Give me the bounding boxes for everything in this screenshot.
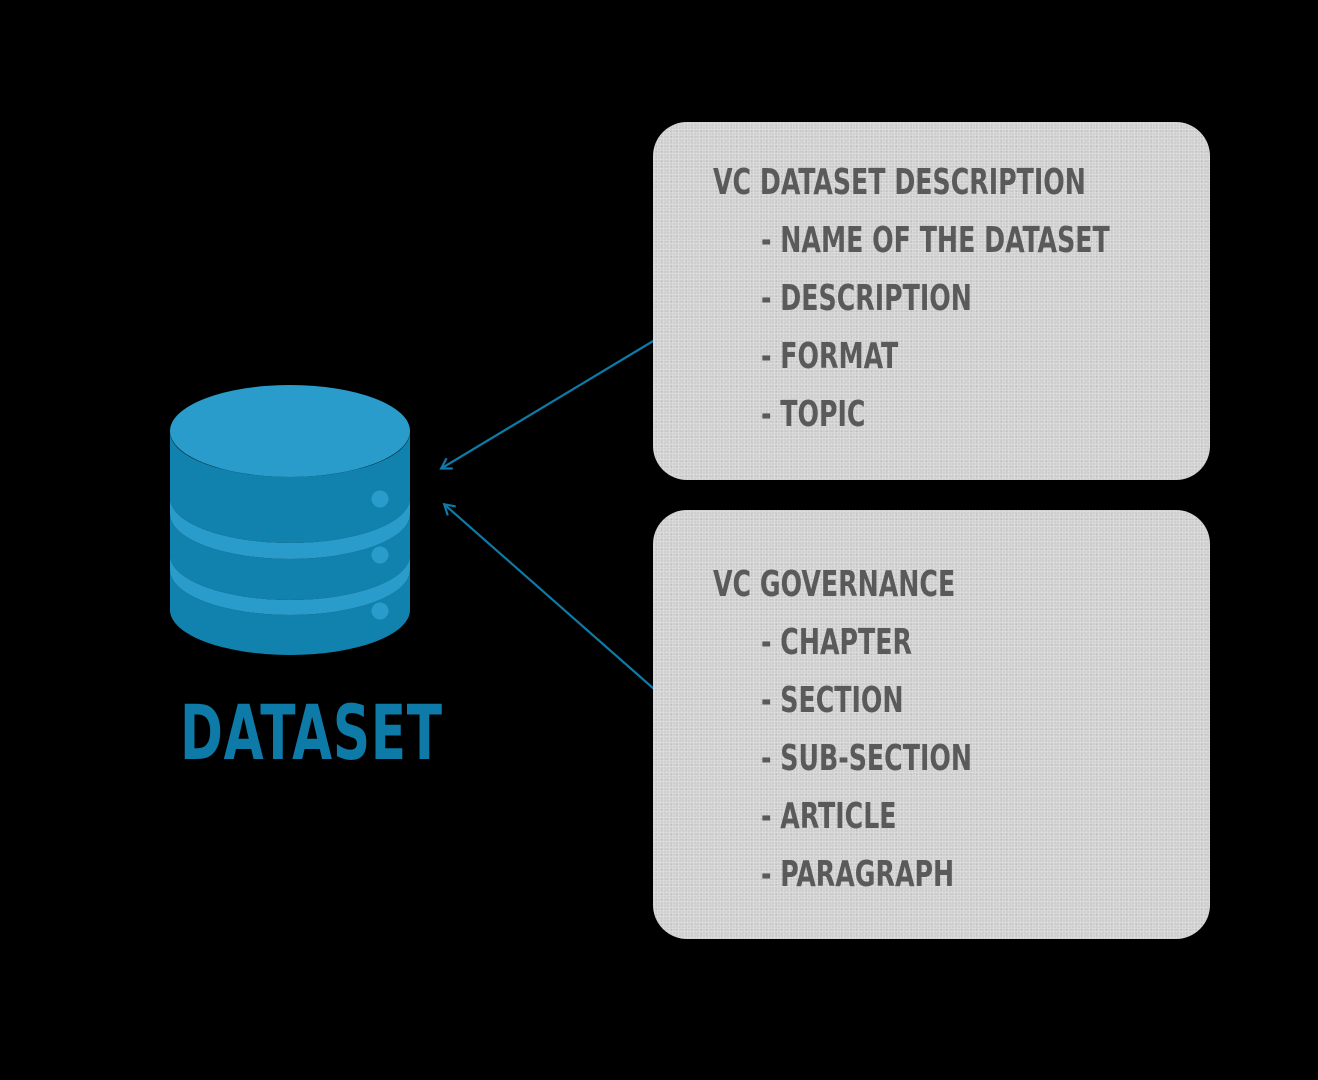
card-dataset-description: VC DATASET DESCRIPTION - NAME OF THE DAT…: [653, 122, 1210, 480]
database-band-1: [170, 498, 410, 559]
database-indicator-1: [371, 490, 389, 508]
card-item: - DESCRIPTION: [761, 278, 972, 319]
database-segment-bottom: [170, 570, 410, 655]
database-lid: [170, 385, 410, 477]
card-item: - TOPIC: [761, 394, 866, 435]
card-item: - CHAPTER: [761, 622, 912, 663]
dataset-label: DATASET: [180, 688, 443, 777]
database-band-2: [170, 555, 410, 615]
card-item: - SUB-SECTION: [761, 738, 972, 779]
card-item: - SECTION: [761, 680, 904, 721]
database-indicator-3: [371, 602, 389, 620]
card-item: - PARAGRAPH: [761, 854, 955, 895]
database-indicator-2: [371, 546, 389, 564]
card-item: - ARTICLE: [761, 796, 897, 837]
card-governance: VC GOVERNANCE - CHAPTER - SECTION - SUB-…: [653, 510, 1210, 939]
database-icon: [170, 385, 410, 655]
card-item: - FORMAT: [761, 336, 899, 377]
card-title: VC GOVERNANCE: [713, 564, 956, 605]
card-title: VC DATASET DESCRIPTION: [713, 162, 1086, 203]
card-item: - NAME OF THE DATASET: [761, 220, 1110, 261]
database-segment-middle: [170, 514, 410, 600]
database-segment-top: [170, 432, 410, 543]
